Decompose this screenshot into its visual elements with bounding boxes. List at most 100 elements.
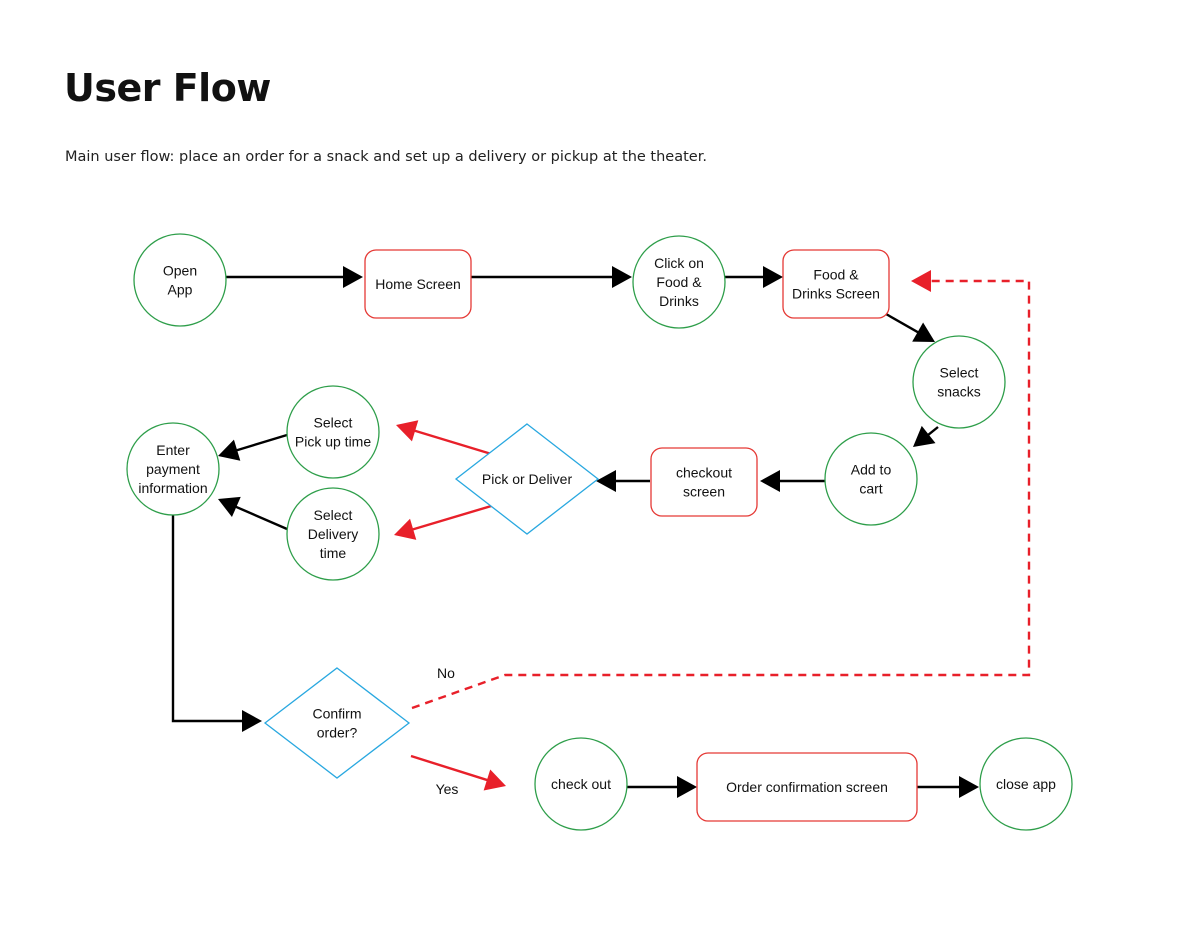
edge-select-snacks-to-add-to-cart (913, 425, 939, 447)
node-label-line: snacks (937, 384, 981, 400)
arrowhead (763, 266, 783, 288)
node-label-line: Select (314, 415, 353, 431)
edge-select-delivery-time-to-enter-payment (218, 496, 288, 531)
node-click-food-drinks: Click on Food & Drinks (632, 235, 726, 329)
edge-line (234, 505, 288, 531)
arrowhead (612, 266, 632, 288)
edge-select-pickup-time-to-enter-payment (218, 433, 288, 461)
edge-line (410, 754, 490, 782)
node-label-line: checkout (676, 465, 732, 481)
node-label-line: close app (996, 776, 1056, 792)
node-home-screen: Home Screen (364, 249, 472, 319)
node-label-line: information (138, 480, 207, 496)
screen-shape (650, 447, 758, 517)
edge-food-drinks-screen-to-select-snacks (885, 312, 935, 342)
edge-pick-or-deliver-to-select-delivery-time (394, 502, 499, 540)
node-label-line: order? (317, 725, 358, 741)
edge-line (410, 502, 499, 532)
node-label-line: Open (163, 263, 197, 279)
node-label-line: cart (859, 481, 882, 497)
node-pick-or-deliver: Pick or Deliver (454, 423, 600, 535)
arrowhead (396, 420, 419, 442)
arrowhead (959, 776, 979, 798)
node-label-line: Confirm (312, 706, 361, 722)
node-add-to-cart: Add to cart (824, 432, 918, 526)
arrowhead (760, 470, 780, 492)
edge-enter-payment-to-confirm-order (171, 515, 262, 732)
arrowhead (913, 425, 936, 447)
node-label-line: Pick up time (295, 434, 371, 450)
arrowhead (218, 496, 241, 518)
circle-shape (133, 233, 227, 327)
page-subtitle: Main user flow: place an order for a sna… (65, 149, 707, 165)
edge-checkout-screen-to-pick-or-deliver (596, 470, 650, 492)
edge-line (411, 279, 1031, 710)
node-label-line: Delivery (308, 526, 359, 542)
node-label-line: Drinks (659, 293, 699, 309)
node-check-out: check out (534, 737, 628, 831)
edge-open-app-to-home-screen (226, 266, 363, 288)
edge-order-confirmation-screen-to-close-app (917, 776, 979, 798)
edge-line (926, 426, 939, 437)
node-label-line: Enter (156, 442, 190, 458)
circle-shape (824, 432, 918, 526)
arrowhead (242, 710, 262, 732)
node-label-line: Food & (656, 274, 702, 290)
arrowhead (596, 470, 616, 492)
node-label-line: Home Screen (375, 276, 461, 292)
arrowhead (218, 439, 241, 461)
edge-label-no: No (437, 665, 455, 681)
edge-line (412, 429, 499, 458)
circle-shape (979, 737, 1073, 831)
edge-confirm-order-to-food-drinks-screen: No (411, 270, 1031, 710)
node-label-line: Drinks Screen (792, 286, 880, 302)
edge-home-screen-to-click-food-drinks (471, 266, 632, 288)
edge-add-to-cart-to-checkout-screen (760, 470, 825, 492)
circle-shape (286, 487, 380, 581)
decision-shape (454, 423, 600, 535)
node-label-line: check out (551, 776, 611, 792)
circle-shape (912, 335, 1006, 429)
node-label-line: Select (314, 507, 353, 523)
node-close-app: close app (979, 737, 1073, 831)
arrowhead (343, 266, 363, 288)
edge-line (171, 515, 244, 723)
circle-shape (534, 737, 628, 831)
page-title: User Flow (64, 66, 271, 110)
edge-label-yes: Yes (436, 781, 459, 797)
circle-shape (632, 235, 726, 329)
circle-shape (286, 385, 380, 479)
node-label-line: Food & (813, 267, 859, 283)
circle-shape (126, 422, 220, 516)
node-checkout-screen: checkout screen (650, 447, 758, 517)
edge-line (885, 312, 920, 335)
node-label-line: screen (683, 484, 725, 500)
edge-confirm-order-to-check-out: Yes (410, 754, 506, 797)
node-confirm-order: Confirm order? (263, 667, 411, 779)
node-label-line: Pick or Deliver (482, 471, 573, 487)
node-label-line: payment (146, 461, 200, 477)
screen-shape (696, 752, 918, 822)
node-label-line: Click on (654, 255, 704, 271)
node-food-drinks-screen: Food & Drinks Screen (782, 249, 890, 319)
decision-shape (263, 667, 411, 779)
screen-shape (364, 249, 472, 319)
node-label-line: Add to (851, 462, 892, 478)
node-select-snacks: Select snacks (912, 335, 1006, 429)
node-label-line: Select (940, 365, 979, 381)
arrowhead (677, 776, 697, 798)
arrowhead (912, 322, 935, 342)
arrowhead (394, 518, 417, 540)
edge-click-food-drinks-to-food-drinks-screen (725, 266, 783, 288)
edge-check-out-to-order-confirmation-screen (627, 776, 697, 798)
node-label-line: Order confirmation screen (726, 779, 888, 795)
screen-shape (782, 249, 890, 319)
edge-pick-or-deliver-to-select-pickup-time (396, 420, 499, 458)
